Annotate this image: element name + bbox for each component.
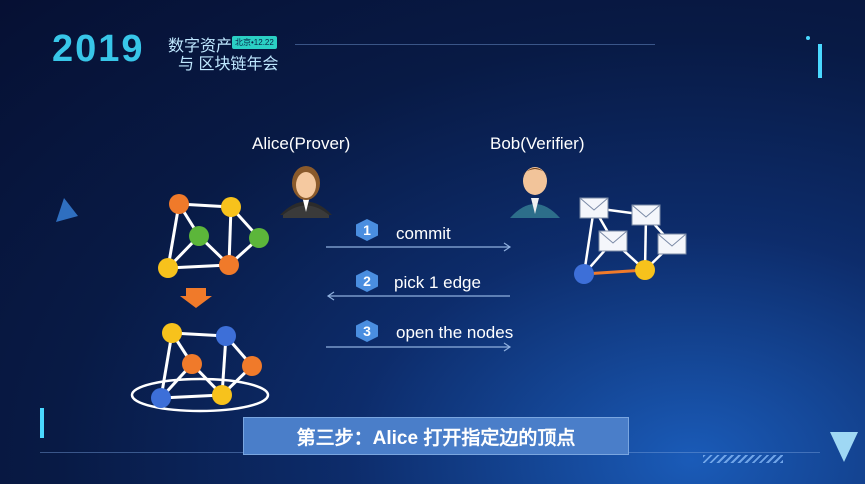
step-3-badge: 3 (356, 320, 378, 342)
bob-avatar-icon (510, 167, 560, 218)
graph-node (212, 385, 232, 405)
alice-colored-graph (158, 194, 269, 278)
right-accent-bar (818, 44, 822, 78)
decorative-stripes (703, 455, 783, 463)
down-arrow-icon (180, 288, 212, 308)
envelope-icon (579, 197, 609, 219)
envelope-icon (631, 204, 661, 226)
right-triangle-icon (830, 432, 858, 462)
graph-node (158, 258, 178, 278)
prover-label: Alice(Prover) (252, 134, 351, 153)
step-1-label: commit (396, 224, 451, 243)
step-1-badge: 1 (356, 219, 378, 241)
logo-year: 2019 (52, 28, 145, 70)
graph-node (221, 197, 241, 217)
graph-node (635, 260, 655, 280)
verifier-label: Bob(Verifier) (490, 134, 585, 153)
graph-node (249, 228, 269, 248)
left-accent-bar (40, 408, 44, 438)
top-divider (295, 44, 655, 45)
envelope-icon (598, 230, 628, 252)
graph-node (151, 388, 171, 408)
bob-envelope-graph (574, 197, 687, 284)
graph-node (169, 194, 189, 214)
left-triangle-icon (56, 198, 78, 222)
graph-node (242, 356, 262, 376)
step-3-label: open the nodes (396, 323, 514, 342)
alice-avatar-icon (280, 166, 332, 218)
graph-node (189, 226, 209, 246)
envelope-icon (657, 233, 687, 255)
graph-node (162, 323, 182, 343)
graph-node (219, 255, 239, 275)
logo-badge: 北京•12.22 (232, 36, 277, 49)
corner-dot-icon (806, 36, 810, 40)
alice-opened-graph (130, 323, 270, 413)
graph-node (216, 326, 236, 346)
logo-title-line1: 数字资产 (168, 38, 233, 55)
step-2-badge: 2 (356, 270, 378, 292)
graph-node (574, 264, 594, 284)
graph-node (182, 354, 202, 374)
logo-title-line2: 与 区块链年会 (178, 56, 279, 73)
step-caption: 第三步：Alice 打开指定边的顶点 (243, 417, 629, 455)
step-2-label: pick 1 edge (394, 273, 481, 292)
